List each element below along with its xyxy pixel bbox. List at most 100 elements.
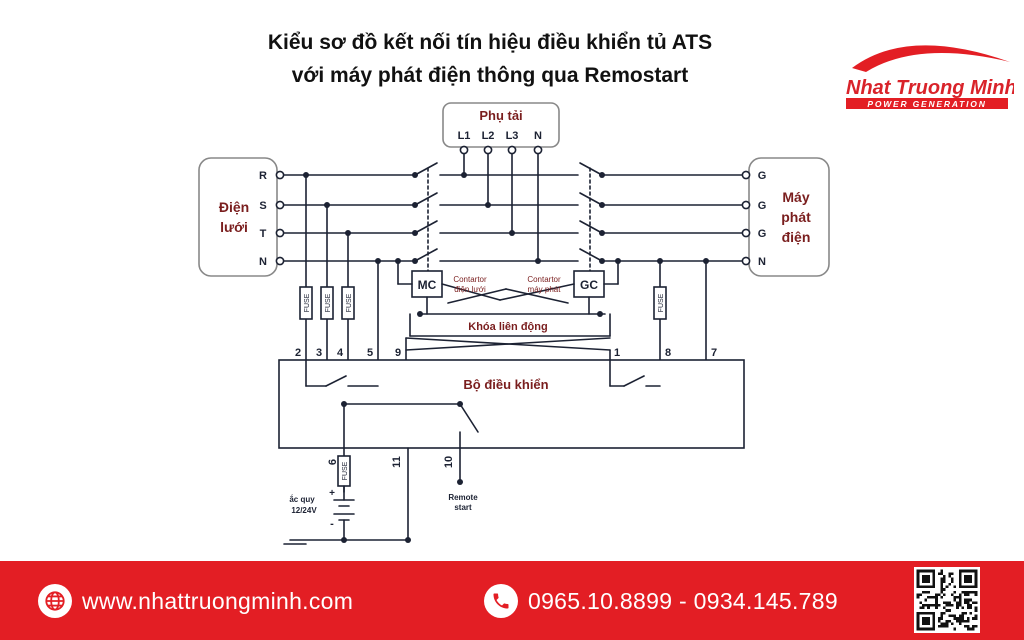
- terminal-circle: [741, 200, 751, 210]
- gc-caption-1: Contartor: [527, 275, 561, 284]
- junction-dot: [599, 258, 605, 264]
- junction-dot: [375, 258, 381, 264]
- cross-c: [447, 288, 507, 304]
- gc-label: GC: [580, 278, 598, 292]
- cross-a: [441, 283, 501, 301]
- fuse-label-8: FUSE: [658, 293, 665, 312]
- battery-minus: -: [330, 518, 334, 530]
- phone-icon: [484, 584, 518, 618]
- company-logo[interactable]: Nhat Truong Minh Power generation: [838, 32, 1014, 112]
- cross-lower-b: [405, 337, 611, 351]
- terminal-circle: [483, 145, 493, 155]
- terminal-9: 9: [395, 347, 401, 359]
- junction-dot: [345, 230, 351, 236]
- mc-switch-s: [414, 192, 438, 206]
- junction-dots: [303, 172, 709, 543]
- junction-dot: [341, 401, 347, 407]
- terminal-circles: [275, 145, 751, 266]
- gen-label-1: Máy: [782, 189, 809, 205]
- junction-dot: [341, 537, 347, 543]
- globe-icon: [38, 584, 72, 618]
- junction-dot: [509, 230, 515, 236]
- contact-right-sw: [623, 375, 645, 387]
- terminal-circle: [275, 228, 285, 238]
- terminal-8: 8: [665, 347, 671, 359]
- generator-box: [748, 157, 830, 277]
- grid-label-1: Điện: [219, 199, 249, 215]
- junction-dot: [599, 172, 605, 178]
- fuse-label-2: FUSE: [304, 293, 311, 312]
- junction-dot: [457, 479, 463, 485]
- mc-label: MC: [418, 278, 437, 292]
- gen-phase-2: G: [758, 200, 767, 212]
- junction-dot: [412, 172, 418, 178]
- battery-label-1: ắc quy: [289, 495, 315, 504]
- footer-website[interactable]: www.nhattruongminh.com: [38, 583, 353, 619]
- gen-label-2: phát: [781, 209, 811, 225]
- logo-tagline-bar: [846, 98, 1008, 109]
- mc-caption-2: điện lưới: [454, 285, 486, 294]
- load-title: Phụ tải: [479, 108, 522, 123]
- footer-phones[interactable]: 0965.10.8899 - 0934.145.789: [484, 583, 838, 619]
- junction-dot: [412, 230, 418, 236]
- junction-dot: [324, 202, 330, 208]
- page-title: Kiểu sơ đồ kết nối tín hiệu điều khiển t…: [160, 26, 820, 92]
- load-phase-n: N: [534, 130, 542, 142]
- cross-b: [499, 283, 575, 301]
- qr-code-icon[interactable]: [914, 567, 980, 633]
- terminal-circle: [275, 170, 285, 180]
- terminal-circle: [507, 145, 517, 155]
- ats-wiring-diagram: Phụ tải L1 L2 L3 N Điện lưới R S T N Máy…: [198, 102, 830, 545]
- gc-switch-n: [579, 248, 603, 262]
- gen-label-3: điện: [782, 229, 811, 245]
- logo-tagline: Power generation: [867, 99, 986, 109]
- grid-phase-n: N: [259, 256, 267, 268]
- load-box: [442, 102, 560, 148]
- remote-label-1: Remote: [448, 493, 478, 502]
- fuse-label-6: FUSE: [342, 461, 349, 480]
- junction-dot: [417, 311, 423, 317]
- wires: [198, 102, 830, 545]
- junction-dot: [485, 202, 491, 208]
- gc-switch-r: [579, 162, 603, 176]
- junction-dot: [657, 258, 663, 264]
- terminal-3: 3: [316, 347, 322, 359]
- website-url: www.nhattruongminh.com: [82, 587, 354, 614]
- terminal-circle: [741, 256, 751, 266]
- fuse-label-4: FUSE: [346, 293, 353, 312]
- logo-name: Nhat Truong Minh: [846, 77, 1014, 99]
- junction-dot: [412, 258, 418, 264]
- terminal-4: 4: [337, 347, 344, 359]
- junction-dot: [597, 311, 603, 317]
- terminal-1: 1: [614, 347, 620, 359]
- fuse-label-3: FUSE: [325, 293, 332, 312]
- gen-phase-1: G: [758, 170, 767, 182]
- fuse-2: [299, 286, 313, 320]
- terminal-2: 2: [295, 347, 301, 359]
- gc-switch-t: [579, 220, 603, 234]
- load-phase-l2: L2: [482, 130, 495, 142]
- gen-phase-n: N: [758, 256, 766, 268]
- load-phase-l3: L3: [506, 130, 519, 142]
- junction-dot: [599, 230, 605, 236]
- title-line-2: với máy phát điện thông qua Remostart: [291, 64, 689, 87]
- gc-switch-s: [579, 192, 603, 206]
- logo-swoosh-icon: [852, 45, 1010, 72]
- junction-dot: [395, 258, 401, 264]
- terminal-circle: [741, 228, 751, 238]
- grid-box: [198, 157, 278, 277]
- remote-sw: [459, 403, 479, 433]
- contact-left-sw: [325, 375, 347, 387]
- interlock-label: Khóa liên động: [468, 321, 547, 333]
- terminal-circle: [459, 145, 469, 155]
- mc-switch-n: [414, 248, 438, 262]
- junction-dot: [703, 258, 709, 264]
- terminal-circle: [275, 200, 285, 210]
- junction-dot: [599, 202, 605, 208]
- terminal-10: 10: [443, 456, 455, 468]
- grid-phase-r: R: [259, 170, 267, 182]
- terminal-5: 5: [367, 347, 373, 359]
- terminal-11: 11: [391, 456, 403, 468]
- terminal-circle: [275, 256, 285, 266]
- title-line-1: Kiểu sơ đồ kết nối tín hiệu điều khiển t…: [267, 31, 713, 54]
